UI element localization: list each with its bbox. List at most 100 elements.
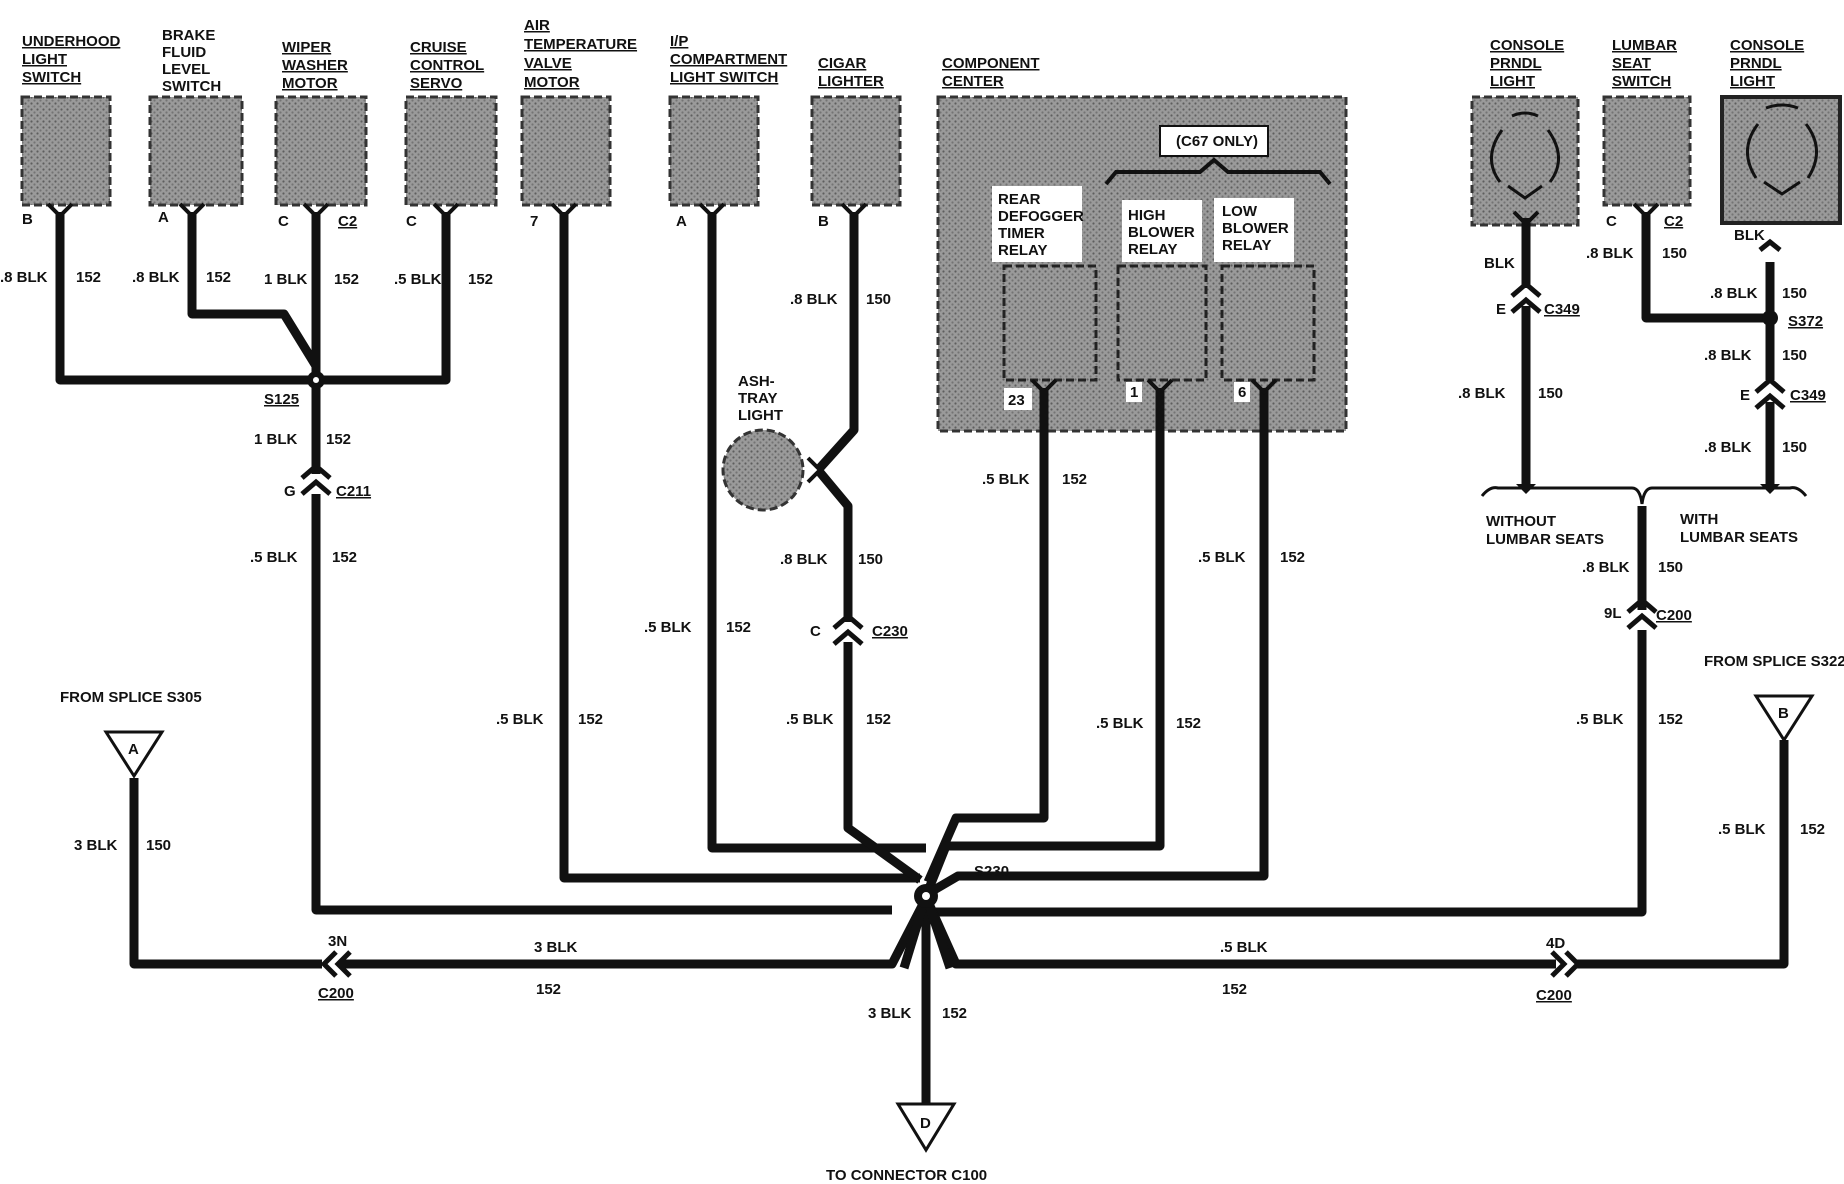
wire-circuit: 152 — [468, 271, 493, 288]
pin-chevron-icon — [46, 202, 74, 219]
wire-color: .8 BLK — [1582, 559, 1630, 576]
c349b-label: C349 — [1790, 387, 1826, 404]
down-arrow-icon — [1516, 484, 1536, 494]
wire-circuit: 150 — [858, 551, 883, 568]
wire-circuit: 152 — [334, 271, 359, 288]
wire-color: .5 BLK — [1096, 715, 1144, 732]
c211-connector-icon — [300, 462, 332, 496]
wire-color: BLK — [1734, 227, 1765, 244]
wire-color: .8 BLK — [1710, 285, 1758, 302]
pin-1: 1 — [1130, 384, 1138, 401]
terminal-d-triangle — [895, 1102, 957, 1153]
pin-chevron-icon — [1250, 378, 1278, 395]
wire-circuit: 150 — [1782, 347, 1807, 364]
rear-defogger-relay-box — [1002, 264, 1098, 382]
pin-6: 6 — [1238, 384, 1246, 401]
wire-ip — [707, 212, 926, 853]
pin-c200-9l: 9L — [1604, 605, 1622, 622]
pin-chevron-icon — [1632, 202, 1660, 219]
pin-c200-3n: 3N — [328, 933, 347, 950]
wire-s230-fan-1 — [899, 894, 931, 970]
wire-color: 3 BLK — [868, 1005, 912, 1022]
s230-splice-center — [922, 892, 930, 900]
wire-color: .8 BLK — [1704, 439, 1752, 456]
terminal-a-letter: A — [128, 741, 139, 758]
s125-splice-center — [313, 377, 319, 383]
wire-lumbar — [1641, 212, 1770, 323]
pin-c230: C — [810, 623, 821, 640]
wire-circuit: 152 — [1658, 711, 1683, 728]
wire-color: .5 BLK — [1718, 821, 1766, 838]
wire-circuit: 152 — [1176, 715, 1201, 732]
wire-circuit: 152 — [326, 431, 351, 448]
wire-underhood — [55, 212, 316, 385]
high-blower-relay-box — [1116, 264, 1208, 382]
pin-chevron-icon — [178, 202, 206, 219]
wire-c230-s230 — [843, 642, 923, 884]
wire-color: .8 BLK — [0, 269, 48, 286]
rear-defogger-relay-white-label-bg — [992, 186, 1082, 262]
wire-circuit: 150 — [866, 291, 891, 308]
pin-chevron-icon — [550, 202, 578, 219]
brake-fluid-switch-box — [148, 95, 244, 207]
pin-6-label-bg — [1234, 382, 1250, 402]
underhood-light-switch-box — [20, 95, 112, 207]
console-prndl-light-box-1 — [1470, 95, 1580, 227]
wire-color: .5 BLK — [1198, 549, 1246, 566]
pin-chevron-icon — [698, 202, 726, 219]
c200-3n-connector-icon — [320, 950, 352, 978]
wire-s230-fan-2 — [921, 894, 955, 970]
pin-ip: A — [676, 213, 687, 230]
high-blower-relay-white-label-bg — [1122, 200, 1202, 262]
low-blower-relay-box — [1220, 264, 1316, 382]
wire-circuit: 152 — [1062, 471, 1087, 488]
pin-brake: A — [158, 209, 169, 226]
wire-color: .8 BLK — [1586, 245, 1634, 262]
s125-label: S125 — [264, 391, 299, 408]
pin-lumbar: C — [1606, 213, 1617, 230]
wire-color: .5 BLK — [250, 549, 298, 566]
wire-cigar — [814, 212, 859, 474]
pin-cigar: B — [818, 213, 829, 230]
terminal-b-triangle — [1753, 694, 1815, 743]
ashtray-pin-chevron-icon — [806, 456, 823, 484]
wire-color: .5 BLK — [1576, 711, 1624, 728]
pin-wiper: C — [278, 213, 289, 230]
wire-color: .8 BLK — [132, 269, 180, 286]
pin-c349a: E — [1496, 301, 1506, 318]
pin-c200-4d: 4D — [1546, 935, 1565, 952]
down-arrow-icon — [1760, 484, 1780, 494]
wire-color: .8 BLK — [780, 551, 828, 568]
c200-3n-label: C200 — [318, 985, 354, 1002]
console-prndl-light-box-2 — [1720, 95, 1842, 225]
pin-chevron-icon — [302, 202, 330, 219]
pin-chevron-icon — [432, 202, 460, 219]
wire-circuit: 150 — [1658, 559, 1683, 576]
wire-circuit: 150 — [146, 837, 171, 854]
c349-connector-icon — [1510, 280, 1542, 314]
wire-circuit: 150 — [1662, 245, 1687, 262]
c200-4d-label: C200 — [1536, 987, 1572, 1004]
pin-cruise: C — [406, 213, 417, 230]
wire-color: 1 BLK — [264, 271, 308, 288]
c200-4d-connector-icon — [1550, 950, 1582, 978]
pin-chevron-icon — [840, 202, 868, 219]
wire-rear-defogger — [923, 388, 1049, 884]
cigar-lighter-box — [810, 95, 902, 207]
wire-circuit: 152 — [1280, 549, 1305, 566]
wire-airtemp — [559, 212, 920, 883]
wire-circuit: 150 — [1782, 439, 1807, 456]
wire-circuit: 152 — [332, 549, 357, 566]
wire-circuit: 150 — [1538, 385, 1563, 402]
pin-airtemp: 7 — [530, 213, 538, 230]
wire-s230-3n — [340, 903, 926, 969]
pin-c349b: E — [1740, 387, 1750, 404]
lumbar-option-line — [1480, 486, 1808, 505]
